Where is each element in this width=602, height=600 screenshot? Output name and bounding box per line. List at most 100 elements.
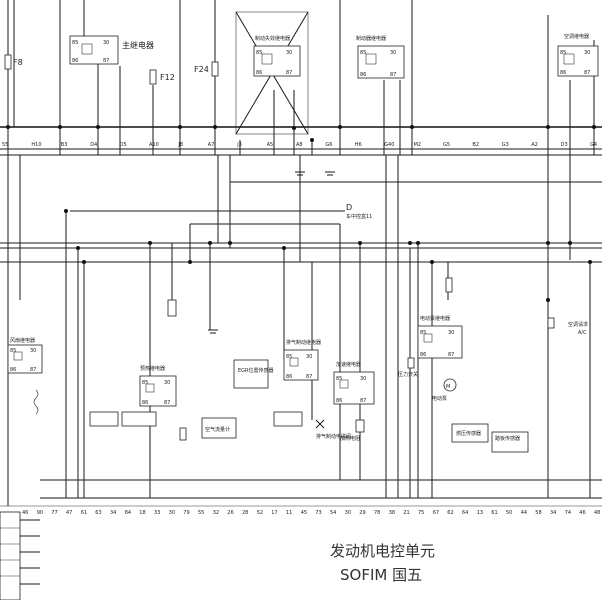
pressure-sensor-label: 燃压传感器 (456, 430, 481, 437)
svg-text:85: 85 (10, 348, 16, 354)
svg-text:86: 86 (256, 70, 262, 76)
fuse-f8: F8 (4, 54, 23, 70)
egr-sensor: EGR位置传感器 (233, 359, 274, 389)
top-pin-17: G3 (502, 142, 509, 148)
svg-text:87: 87 (306, 374, 312, 380)
bottom-pin-38: 46 (579, 510, 585, 516)
fan-relay-label: 风扇继电器 (10, 337, 35, 344)
bottom-pin-35: 58 (535, 510, 541, 516)
exhaust-relay-label: 排气制动继电器 (286, 339, 321, 346)
bottom-pin-36: 34 (550, 510, 556, 516)
top-pin-12: H6 (355, 142, 362, 148)
bus-lines (0, 126, 602, 507)
exhaust-valve-label: 排气制动电磁阀 (316, 433, 351, 440)
svg-text:30: 30 (164, 380, 170, 386)
bottom-pin-39: 48 (594, 510, 600, 516)
top-pin-14: M2 (414, 142, 422, 148)
bottom-pin-5: 63 (95, 510, 101, 516)
svg-text:87: 87 (164, 400, 170, 406)
egr-sensor-label: EGR位置传感器 (238, 367, 274, 374)
minor-components (33, 277, 453, 441)
svg-text:30: 30 (390, 50, 396, 56)
svg-text:86: 86 (360, 72, 366, 78)
bottom-pin-8: 18 (139, 510, 145, 516)
top-pin-5: A10 (149, 142, 159, 148)
top-pin-9: A5 (267, 142, 274, 148)
bottom-pin-26: 21 (403, 510, 409, 516)
svg-text:87: 87 (448, 352, 454, 358)
bottom-pin-22: 30 (345, 510, 351, 516)
bottom-pin-2: 77 (51, 510, 57, 516)
svg-text:85: 85 (256, 50, 262, 56)
heater: 加热电阻 (340, 419, 365, 442)
bottom-pin-29: 62 (447, 510, 453, 516)
svg-text:85: 85 (560, 50, 566, 56)
bottom-pin-15: 28 (242, 510, 248, 516)
pressure-switch: 压力开关 (398, 357, 418, 378)
bottom-pin-32: 61 (491, 510, 497, 516)
top-pin-1: H10 (31, 142, 41, 148)
bottom-pin-1: 90 (37, 510, 43, 516)
svg-text:86: 86 (10, 367, 16, 373)
main-relay-label: 主继电器 (122, 40, 154, 50)
bottom-pin-33: 50 (506, 510, 512, 516)
svg-text:30: 30 (448, 330, 454, 336)
fuse-f24-label: F24 (194, 65, 209, 74)
pressure-sensor: 燃压传感器 (451, 423, 489, 443)
ac-switch: 空调请求 A/C (547, 317, 588, 336)
bottom-pin-11: 79 (183, 510, 189, 516)
svg-text:85: 85 (286, 354, 292, 360)
top-pin-2: B3 (61, 142, 68, 148)
svg-text:85: 85 (336, 376, 342, 382)
top-pin-11: G6 (325, 142, 332, 148)
glow-relay-label: 预热继电器 (140, 365, 165, 372)
bottom-pin-3: 47 (66, 510, 72, 516)
top-pin-7: A7 (208, 142, 215, 148)
bottom-pin-25: 38 (389, 510, 395, 516)
air-flow-meter-label: 空气流量计 (205, 426, 230, 433)
svg-text:87: 87 (584, 70, 590, 76)
ac-relay: 85 30 86 87 空调继电器 (557, 33, 599, 77)
accel-relay-label: 加速继电器 (336, 361, 361, 368)
bottom-pin-28: 67 (433, 510, 439, 516)
fuse-f8-label: F8 (13, 58, 23, 67)
ac-switch-label: 空调请求 (568, 321, 588, 328)
svg-text:M: M (446, 384, 450, 390)
bus-name: 车中控盒11 (346, 213, 372, 220)
svg-text:85: 85 (72, 40, 78, 46)
brake-relay-label: 制动器继电器 (356, 35, 386, 42)
svg-text:30: 30 (584, 50, 590, 56)
bottom-pin-18: 11 (286, 510, 292, 516)
pedal-sensor: 踏板传感器 (491, 431, 529, 453)
svg-text:86: 86 (560, 70, 566, 76)
bottom-pin-20: 73 (315, 510, 321, 516)
pump: M 电动泵 (432, 378, 457, 402)
bottom-pin-9: 33 (154, 510, 160, 516)
ecu-title: 发动机电控单元 (330, 542, 435, 560)
top-pin-6: J8 (177, 142, 183, 148)
ground-symbols-top (208, 171, 335, 334)
svg-text:86: 86 (72, 58, 78, 64)
top-pin-13: G40 (384, 142, 394, 148)
svg-text:86: 86 (420, 352, 426, 358)
bottom-pin-31: 13 (477, 510, 483, 516)
heater-label: 加热电阻 (340, 435, 360, 442)
bottom-pin-17: 17 (271, 510, 277, 516)
bottom-pin-12: 55 (198, 510, 204, 516)
svg-text:85: 85 (360, 50, 366, 56)
pedal-sensor-label: 踏板传感器 (495, 435, 520, 442)
pressure-switch-label: 压力开关 (398, 371, 418, 378)
top-pin-18: A2 (531, 142, 538, 148)
electric-pump-relay-label: 电动泵继电器 (420, 315, 450, 322)
ac-relay-label: 空调继电器 (564, 33, 589, 40)
